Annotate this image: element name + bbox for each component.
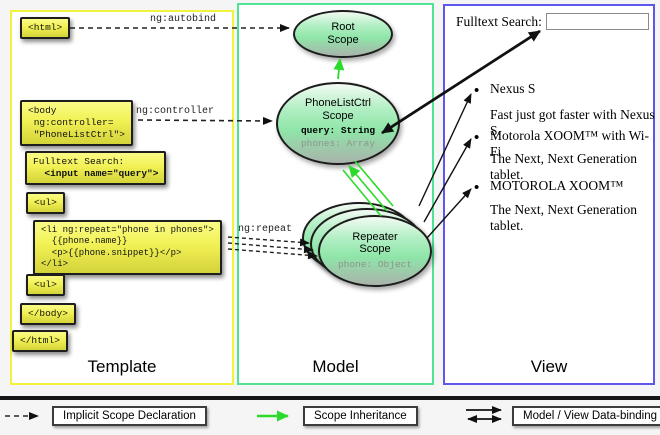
view-panel-label: View (530, 357, 568, 376)
view-search-input[interactable] (546, 13, 649, 30)
annotation-ng-controller: ng:controller (136, 106, 215, 117)
code-html-close: </html> (12, 330, 68, 352)
bullet-icon: • (474, 129, 480, 146)
scope-prop-query: query: String (300, 125, 376, 137)
code-fulltext-search: Fulltext Search: <input name="query"> (25, 151, 167, 185)
scope-prop-phones: phones: Array (300, 137, 376, 149)
code-body-close: </body> (20, 303, 76, 325)
code-body-open: <body ng:controller= "PhoneListCtrl"> (20, 100, 133, 146)
legend-scope-inheritance: Scope Inheritance (303, 406, 418, 426)
code-input-query: <input name="query"> (33, 167, 159, 179)
model-panel: Model (237, 3, 434, 385)
code-ul-close: <ul> (26, 274, 65, 296)
legend-separator (0, 396, 660, 400)
repeater-scope-title: Repeater Scope (352, 230, 398, 256)
legend-implicit-scope-declaration: Implicit Scope Declaration (52, 406, 207, 426)
root-scope-title: Root Scope (327, 21, 359, 46)
view-item-title: Nexus S (490, 81, 536, 96)
model-panel-label: Model (312, 357, 359, 376)
annotation-ng-repeat: ng:repeat (238, 224, 293, 235)
legend-model-view-databinding: Model / View Data-binding (512, 406, 660, 426)
view-item-snippet: The Next, Next Generation tablet. (490, 151, 637, 182)
view-item-title: MOTOROLA XOOM™ (490, 178, 624, 193)
code-html-open: <html> (20, 17, 71, 39)
annotation-ng-autobind: ng:autobind (150, 14, 217, 25)
code-ul-open: <ul> (26, 192, 65, 214)
view-search-label: Fulltext Search: (456, 14, 542, 29)
root-scope-ellipse: Root Scope (293, 10, 393, 58)
bullet-icon: • (474, 82, 480, 99)
bullet-icon: • (474, 179, 480, 196)
code-li-repeat: <li ng:repeat="phone in phones"> {{phone… (33, 220, 222, 275)
code-fulltext-label: Fulltext Search: (33, 156, 125, 167)
template-panel-label: Template (87, 357, 157, 376)
phonelistctrl-scope-title: PhoneListCtrl Scope (304, 97, 372, 122)
repeater-scope-ellipse-front: Repeater Scope phone: Object (318, 215, 432, 287)
scope-prop-phone: phone: Object (337, 258, 413, 270)
view-item-snippet: The Next, Next Generation tablet. (490, 202, 637, 233)
phonelistctrl-scope-ellipse: PhoneListCtrl Scope query: String phones… (276, 82, 400, 165)
